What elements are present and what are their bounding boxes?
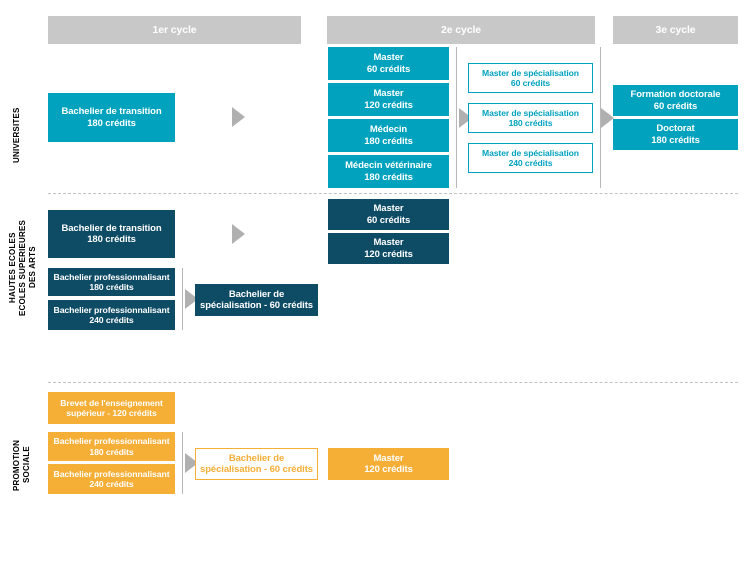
box-line-2: spécialisation - 60 crédits [200, 464, 313, 475]
box-line-2: 60 crédits [510, 78, 551, 88]
section-divider-1 [48, 193, 738, 194]
box-line-2: 60 crédits [366, 214, 411, 226]
box-line-1: Master [373, 237, 404, 249]
box-master-specialisation-60[interactable]: Master de spécialisation 60 crédits [468, 63, 593, 93]
arrow-univ-specialisation-to-cycle3 [601, 108, 614, 128]
box-medecin[interactable]: Médecin 180 crédits [328, 119, 449, 152]
box-bachelier-specialisation-he[interactable]: Bachelier de spécialisation - 60 crédits [195, 284, 318, 316]
box-master-60-he[interactable]: Master 60 crédits [328, 199, 449, 230]
box-line-2: 180 crédits [508, 118, 553, 128]
box-line-2: 180 crédits [364, 135, 413, 147]
box-line-2: 240 crédits [89, 315, 134, 325]
cycle-header-label: 1er cycle [152, 23, 197, 36]
arrow-univ-cycle1-to-cycle2 [232, 107, 245, 127]
box-line-1: Master de spécialisation [482, 147, 579, 158]
box-line-2: 180 crédits [87, 234, 136, 245]
cycle-header-1er: 1er cycle [48, 16, 301, 44]
separator-univ-col2 [600, 47, 601, 188]
section-divider-2 [48, 382, 738, 383]
box-line-1: Master [373, 203, 404, 215]
box-line-2: 240 crédits [508, 158, 553, 168]
box-line-1: Master de spécialisation [482, 67, 579, 78]
separator-univ-col1 [456, 47, 457, 188]
box-line-1: Formation doctorale [630, 89, 721, 101]
rail-label-hautes-ecoles: HAUTES ECOLES ECOLES SUPERIEURES DES ART… [8, 219, 37, 316]
box-line-1: Master de spécialisation [482, 107, 579, 118]
box-doctorat[interactable]: Doctorat 180 crédits [613, 119, 738, 150]
box-line-1: Médecin [369, 124, 408, 136]
box-bachelier-professionnalisant-240-ps[interactable]: Bachelier professionnalisant 240 crédits [48, 464, 175, 494]
arrow-he-professionnalisant-to-specialisation [185, 289, 198, 309]
box-line-2: 180 crédits [89, 446, 134, 457]
box-line-1: Bachelier professionnalisant [53, 304, 170, 315]
box-bachelier-transition-univ[interactable]: Bachelier de transition 180 crédits [48, 93, 175, 142]
separator-he-bachelier [182, 268, 183, 330]
box-line-1: Bachelier de transition [61, 222, 162, 234]
box-bachelier-transition-he[interactable]: Bachelier de transition 180 crédits [48, 210, 175, 258]
box-line-2: 180 crédits [364, 171, 413, 183]
box-line-1: Doctorat [656, 123, 695, 135]
box-line-1: Bachelier professionnalisant [53, 436, 170, 447]
cycle-header-3e: 3e cycle [613, 16, 738, 44]
box-line-1: Master [373, 88, 404, 100]
box-master-120-univ[interactable]: Master 120 crédits [328, 83, 449, 116]
cycle-header-label: 2e cycle [440, 23, 482, 36]
box-line-2: 60 crédits [366, 63, 411, 75]
box-bachelier-professionnalisant-240-he[interactable]: Bachelier professionnalisant 240 crédits [48, 300, 175, 330]
box-bachelier-professionnalisant-180-ps[interactable]: Bachelier professionnalisant 180 crédits [48, 432, 175, 461]
box-line-2: 180 crédits [89, 282, 134, 292]
cycle-header-2e: 2e cycle [327, 16, 595, 44]
box-line-1: Brevet de l'enseignement [60, 397, 163, 408]
cycle-header-label: 3e cycle [655, 23, 696, 36]
box-master-60-univ[interactable]: Master 60 crédits [328, 47, 449, 80]
box-master-specialisation-180[interactable]: Master de spécialisation 180 crédits [468, 103, 593, 133]
arrow-he-bachelier-to-cycle2 [232, 224, 245, 244]
box-line-2: 60 crédits [653, 100, 698, 112]
box-line-1: Master [373, 52, 404, 64]
box-master-120-ps[interactable]: Master 120 crédits [328, 448, 449, 480]
box-line-1: Bachelier de [228, 452, 285, 464]
box-line-2: 120 crédits [364, 99, 413, 111]
box-line-1: Bachelier professionnalisant [53, 468, 170, 479]
separator-ps-bachelier [182, 432, 183, 494]
rail-label-universites: UNIVERSITES [12, 107, 21, 163]
box-line-2: 120 crédits [364, 464, 413, 475]
box-line-2: 240 crédits [89, 479, 134, 489]
box-medecin-veterinaire[interactable]: Médecin vétérinaire 180 crédits [328, 155, 449, 188]
box-bachelier-professionnalisant-180-he[interactable]: Bachelier professionnalisant 180 crédits [48, 268, 175, 296]
box-line-1: Master [373, 452, 404, 464]
box-line-1: Médecin vétérinaire [345, 160, 432, 172]
box-line-1: Bachelier de [228, 288, 285, 300]
box-master-specialisation-240[interactable]: Master de spécialisation 240 crédits [468, 143, 593, 173]
rail-label-promotion-sociale: PROMOTION SOCIALE [12, 439, 31, 491]
box-line-1: Bachelier professionnalisant [53, 271, 170, 282]
box-master-120-he[interactable]: Master 120 crédits [328, 233, 449, 264]
box-line-2: 180 crédits [651, 134, 700, 146]
arrow-ps-professionnalisant-to-specialisation [185, 453, 198, 473]
box-line-2: supérieur - 120 crédits [66, 408, 157, 418]
box-line-2: spécialisation - 60 crédits [200, 300, 313, 311]
box-brevet-enseignement-superieur[interactable]: Brevet de l'enseignement supérieur - 120… [48, 392, 175, 424]
box-line-1: Bachelier de transition [61, 106, 162, 118]
box-formation-doctorale[interactable]: Formation doctorale 60 crédits [613, 85, 738, 116]
box-bachelier-specialisation-ps[interactable]: Bachelier de spécialisation - 60 crédits [195, 448, 318, 480]
box-line-2: 120 crédits [364, 248, 413, 260]
box-line-2: 180 crédits [87, 117, 136, 129]
